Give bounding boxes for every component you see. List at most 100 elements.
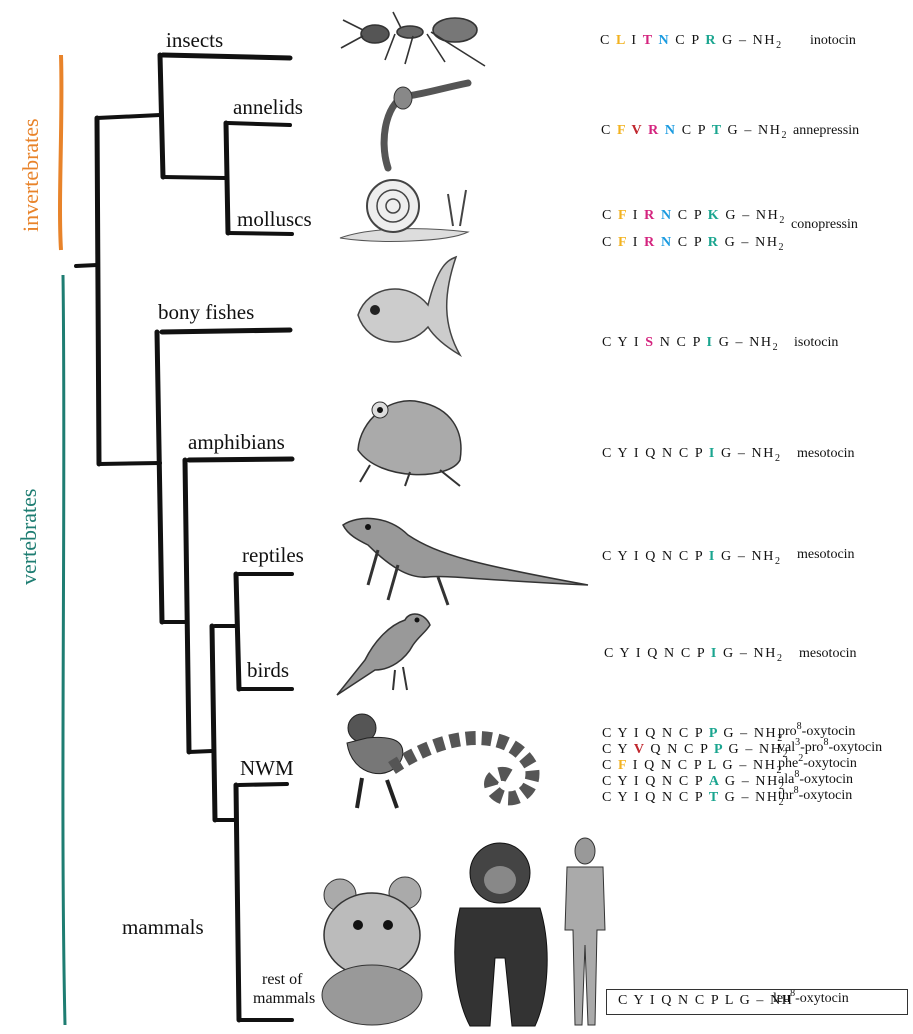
taxon-insects: insects (166, 30, 223, 51)
residue: C (602, 446, 618, 461)
residue: Y (618, 742, 634, 757)
residue: N (664, 646, 681, 661)
residue: G (721, 549, 738, 564)
tree-branch (189, 751, 212, 752)
residue: N (661, 208, 678, 223)
residue: Q (647, 646, 664, 661)
residue: P (694, 235, 708, 250)
residue: G (725, 790, 742, 805)
residue: I (709, 446, 721, 461)
amide-terminus: – NH (742, 208, 779, 223)
peptide-name-phe2: phe2-oxytocin (778, 757, 857, 771)
residue: P (695, 774, 709, 789)
taxon-molluscs: molluscs (237, 209, 312, 230)
residue: Y (618, 790, 634, 805)
amide-terminus: – NH (738, 549, 775, 564)
residue: G (723, 758, 740, 773)
peptide-name-isotocin: isotocin (794, 336, 838, 350)
residue: Y (618, 335, 634, 350)
residue: P (714, 742, 728, 757)
peptide-sequence-inotocin: C L I T N C P R G – NH2 (600, 34, 781, 48)
taxon-annelids: annelids (233, 97, 303, 118)
tree-branch (226, 123, 228, 233)
tree-branch (97, 118, 99, 464)
peptide-sequence-mesotocin-amph: C Y I Q N C P I G – NH2 (602, 447, 780, 461)
residue: V (634, 742, 651, 757)
residue: L (616, 33, 631, 48)
amide-terminus: – NH (736, 335, 773, 350)
fish-illustration (348, 255, 468, 375)
amide-terminus: – NH (738, 446, 775, 461)
peptide-name-mesotocin-bird: mesotocin (799, 647, 857, 661)
residue: P (694, 208, 708, 223)
residue: C (604, 646, 620, 661)
subscript: 2 (779, 215, 784, 226)
residue: P (695, 446, 709, 461)
residue: Q (644, 758, 661, 773)
peptide-sequence-mesotocin-bird: C Y I Q N C P I G – NH2 (604, 647, 782, 661)
residue: V (632, 123, 649, 138)
residue: G (722, 33, 739, 48)
residue: N (658, 33, 675, 48)
residue: I (633, 235, 644, 250)
residue: I (634, 774, 645, 789)
invertebrates-label: invertebrates (18, 118, 44, 232)
residue: C (602, 208, 618, 223)
peptide-sequence-val3pro8: C Y V Q N C P P G – NH2 (602, 743, 787, 757)
taxon-mammals: mammals (122, 917, 204, 938)
residue: C (679, 774, 695, 789)
worm-illustration (368, 78, 478, 173)
taxon-rest-of-mammals-2: mammals (253, 991, 315, 1007)
peptide-name-thr8: thr8-oxytocin (778, 789, 852, 803)
residue: G (725, 235, 742, 250)
residue: C (677, 335, 693, 350)
residue: I (636, 646, 647, 661)
peptide-sequence-phe2: C F I Q N C P L G – NH2 (602, 759, 781, 773)
residue: R (644, 235, 661, 250)
residue: G (721, 446, 738, 461)
peptide-sequence-thr8: C Y I Q N C P T G – NH2 (602, 791, 784, 805)
peptide-name-pro8: pro8-oxytocin (778, 725, 855, 739)
residue: I (707, 335, 719, 350)
residue: C (602, 774, 618, 789)
frog-illustration (350, 390, 470, 490)
residue: G (728, 123, 745, 138)
subscript: 2 (781, 130, 786, 141)
peptide-sequence-conopressin-2: C F I R N C P R G – NH2 (602, 236, 784, 250)
residue: Y (618, 446, 634, 461)
residue: C (679, 726, 695, 741)
residue: Q (645, 790, 662, 805)
peptide-sequence-conopressin-1: C F I R N C P K G – NH2 (602, 209, 784, 223)
residue: G (725, 208, 742, 223)
residue: F (618, 758, 633, 773)
residue: F (618, 208, 633, 223)
peptide-name-mesotocin-rept: mesotocin (797, 548, 855, 562)
residue: C (679, 549, 695, 564)
tree-branch (157, 332, 162, 622)
amide-terminus: – NH (740, 726, 777, 741)
residue: I (634, 790, 645, 805)
residue: C (678, 758, 694, 773)
residue: T (712, 123, 728, 138)
peptide-name-inotocin: inotocin (810, 34, 856, 48)
residue: C (675, 33, 691, 48)
residue: Q (645, 446, 662, 461)
tree-branch (160, 55, 163, 177)
tree-branch (163, 55, 290, 58)
residue: R (705, 33, 722, 48)
residue: C (602, 726, 618, 741)
residue: Q (645, 549, 662, 564)
residue: R (708, 235, 725, 250)
peptide-sequence-isotocin: C Y I S N C P I G – NH2 (602, 336, 778, 350)
residue: A (709, 774, 725, 789)
taxon-rest-of-mammals-1: rest of (262, 972, 302, 988)
residue: P (700, 742, 714, 757)
amide-terminus: – NH (740, 646, 777, 661)
subscript: 2 (775, 453, 780, 464)
residue: G (723, 646, 740, 661)
tree-branch (236, 574, 239, 689)
tree-branch (212, 626, 215, 820)
residue: N (665, 123, 682, 138)
residue: C (679, 446, 695, 461)
peptide-name-mesotocin-amph: mesotocin (797, 447, 855, 461)
